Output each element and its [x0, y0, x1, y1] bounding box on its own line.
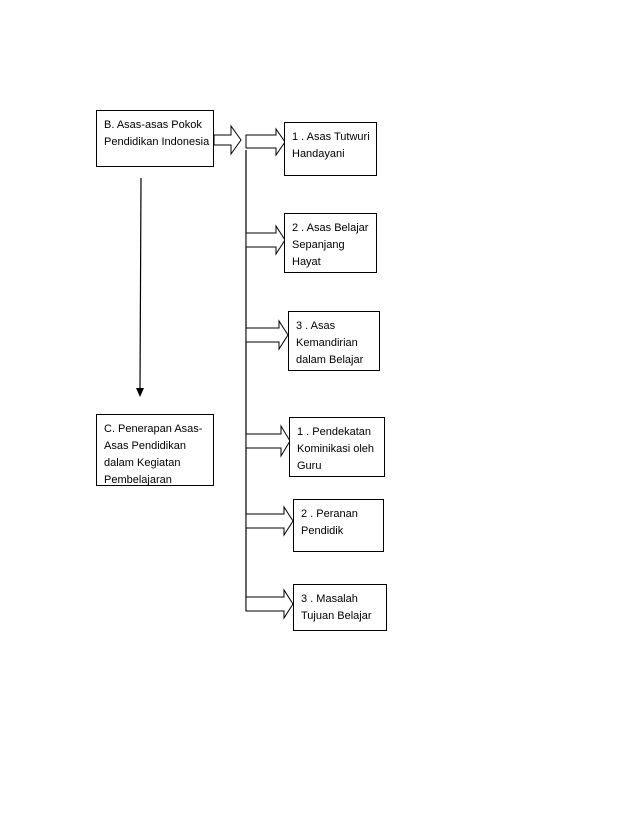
- block-arrow-2: [245, 224, 286, 256]
- item-line: Kominikasi oleh: [297, 443, 375, 455]
- box-c-line: C. Penerapan Asas-: [104, 423, 203, 435]
- item-line: Handayani: [292, 148, 345, 160]
- box-item-4: 1 . Pendekatan Kominikasi oleh Guru: [289, 417, 385, 477]
- item-line: 1 . Pendekatan: [297, 426, 372, 438]
- box-c-line: dalam Kegiatan: [104, 457, 181, 469]
- item-line: Pendidik: [301, 525, 344, 537]
- item-line: 2 . Asas Belajar: [292, 222, 369, 234]
- item-line: 3 . Asas: [296, 320, 336, 332]
- box-asas-pokok: B. Asas-asas Pokok Pendidikan Indonesia: [96, 110, 214, 167]
- box-penerapan: C. Penerapan Asas- Asas Pendidikan dalam…: [96, 414, 214, 486]
- item-line: 2 . Peranan: [301, 508, 358, 520]
- item-line: Guru: [297, 460, 322, 472]
- box-item-1: 1 . Asas Tutwuri Handayani: [284, 122, 377, 176]
- down-arrow-line: [139, 177, 142, 391]
- item-line: Sepanjang: [292, 239, 345, 251]
- item-line: Kemandirian: [296, 337, 358, 349]
- block-arrow-3: [245, 319, 289, 351]
- box-item-6: 3 . Masalah Tujuan Belajar: [293, 584, 387, 631]
- down-arrow-head: [136, 388, 144, 397]
- box-b-line: Pendidikan Indonesia: [104, 136, 210, 148]
- item-line: dalam Belajar: [296, 354, 364, 366]
- block-arrow-6: [245, 588, 294, 620]
- block-arrow-4: [245, 424, 291, 458]
- block-arrow-main: [213, 124, 242, 156]
- item-line: Tujuan Belajar: [301, 610, 372, 622]
- box-item-2: 2 . Asas Belajar Sepanjang Hayat: [284, 213, 377, 273]
- item-line: Hayat: [292, 256, 321, 268]
- box-c-line: Asas Pendidikan: [104, 440, 186, 452]
- item-line: 1 . Asas Tutwuri: [292, 131, 370, 143]
- box-c-line: Pembelajaran: [104, 474, 172, 486]
- block-arrow-5: [245, 505, 294, 537]
- box-b-line: B. Asas-asas Pokok: [104, 119, 202, 131]
- item-line: 3 . Masalah: [301, 593, 358, 605]
- box-item-5: 2 . Peranan Pendidik: [293, 499, 384, 552]
- box-item-3: 3 . Asas Kemandirian dalam Belajar: [288, 311, 380, 371]
- block-arrow-1: [245, 127, 286, 157]
